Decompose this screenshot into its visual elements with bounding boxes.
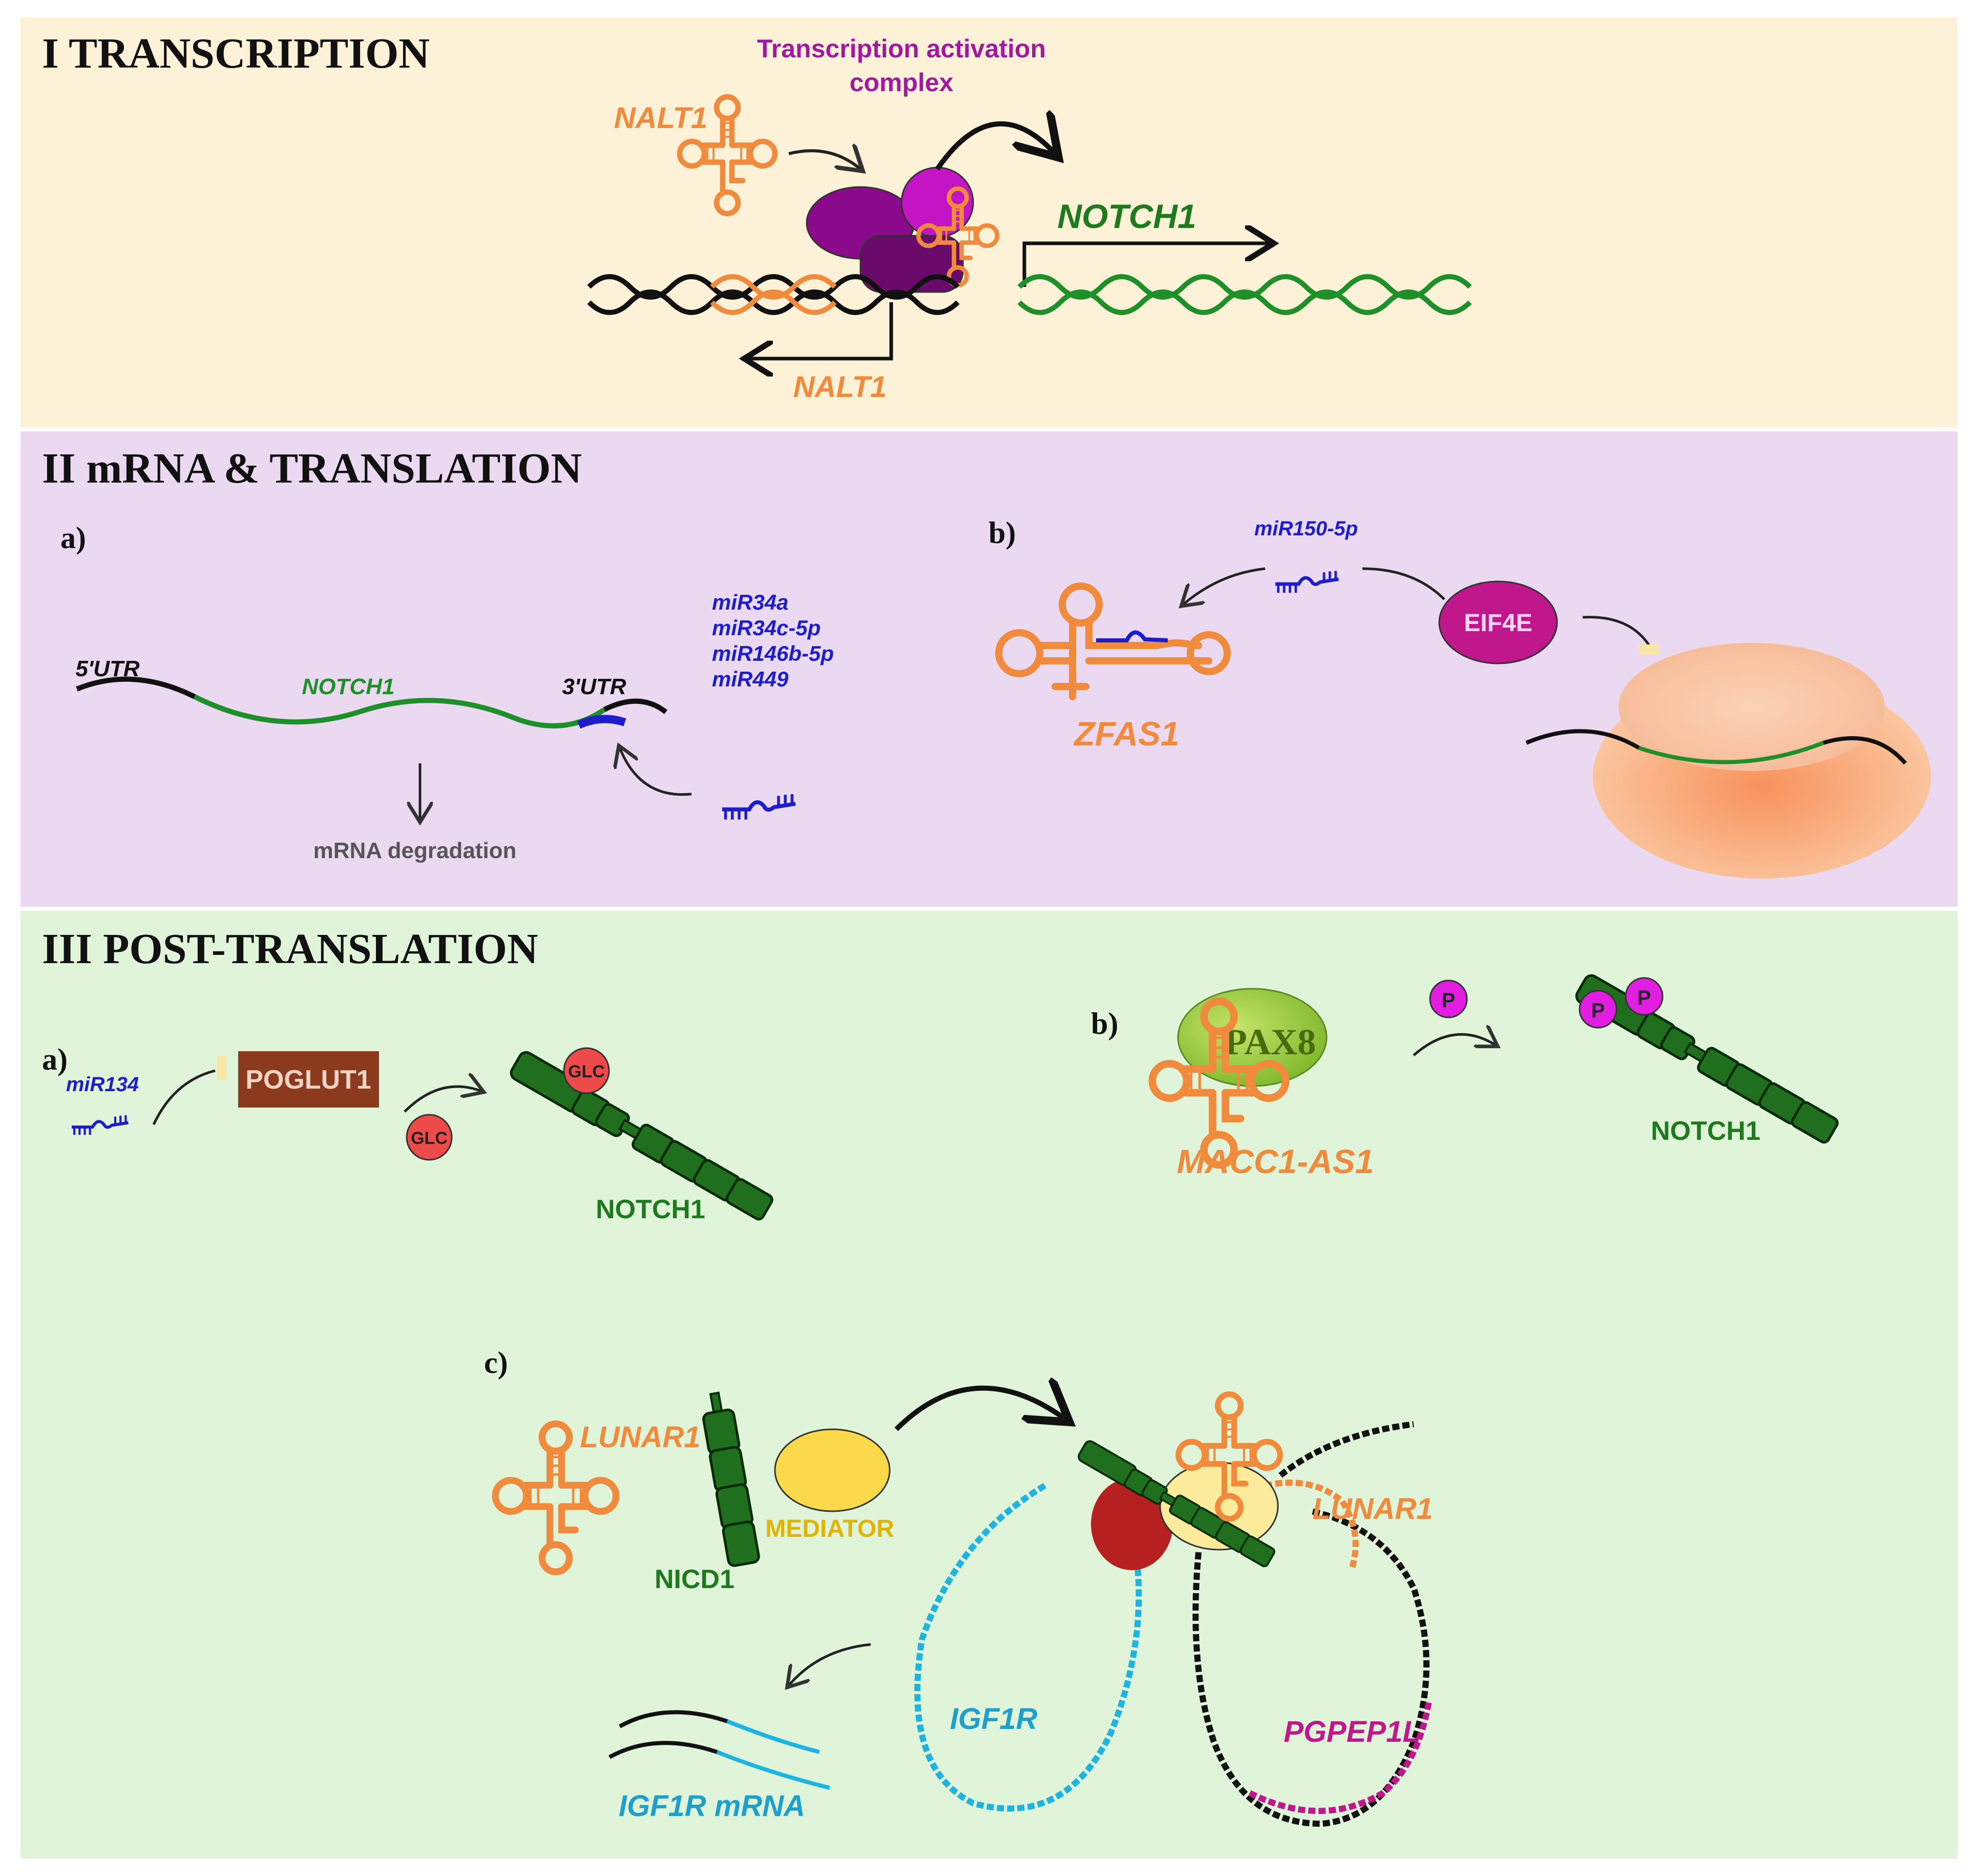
eif4e-protein <box>1438 580 1558 664</box>
phospho-bound-1 <box>1579 990 1617 1029</box>
igf1r-mrna-label: IGF1R mRNA <box>619 1789 805 1823</box>
phospho-bound-2-label: P <box>1637 987 1651 1009</box>
notch1-gene-label: NOTCH1 <box>1057 197 1196 235</box>
zfas1-label: ZFAS1 <box>1073 715 1179 753</box>
glc-free <box>406 1114 453 1161</box>
macc1-label: MACC1-AS1 <box>1176 1142 1374 1180</box>
complex-label-1: Transcription activation <box>757 34 1046 63</box>
complex-assembly-arrow <box>894 1388 1065 1431</box>
glc-bound <box>563 1047 610 1094</box>
inhibit-bar-poglut1 <box>217 1056 226 1080</box>
mirna-bound-3utr <box>577 715 626 729</box>
mirna-list-3: miR449 <box>712 667 789 691</box>
mediator-protein <box>774 1428 891 1512</box>
degradation-label: mRNA degradation <box>313 838 517 863</box>
eif4e-label: EIF4E <box>1464 610 1532 637</box>
glc-transfer-arrow <box>404 1087 481 1113</box>
igf1r-label: IGF1R <box>950 1702 1038 1736</box>
ribosome-small <box>1619 643 1885 771</box>
mir134-label: miR134 <box>66 1073 139 1096</box>
panel-transcription <box>20 17 1958 427</box>
utr3-label: 3'UTR <box>562 674 626 699</box>
mir134-inhibit-arrow <box>152 1069 216 1125</box>
phospho-arrow <box>1413 1034 1496 1056</box>
igf1r-loop <box>914 1483 1142 1812</box>
poglut1-box <box>238 1051 379 1108</box>
panel3-sub-a: a) <box>42 1043 68 1076</box>
notch1-a-label: NOTCH1 <box>596 1195 705 1224</box>
poglut1-label: POGLUT1 <box>245 1065 371 1095</box>
glc-bound-label: GLC <box>568 1062 605 1081</box>
mirna-bind-arrow <box>620 748 692 796</box>
mediator-label: MEDIATOR <box>765 1515 894 1543</box>
panel2-sub-b: b) <box>989 516 1016 550</box>
pgpep1l-segment <box>1248 1700 1432 1814</box>
phospho-free <box>1429 979 1468 1018</box>
pgpep1l-label: PGPEP1L <box>1284 1715 1421 1748</box>
mir150-to-zfas1-arrow <box>1183 567 1266 605</box>
phospho-free-label: P <box>1442 989 1456 1012</box>
mirna-list-2: miR146b-5p <box>712 641 834 665</box>
chromatin-tail <box>1278 1421 1414 1478</box>
nalt1-bottom-label: NALT1 <box>793 370 887 404</box>
nalt1-arrow <box>788 151 860 169</box>
igf1r-mrna <box>608 1710 830 1790</box>
activation-arrow <box>935 124 1055 171</box>
notch1-mrna <box>76 676 668 728</box>
lunar1-right-label: LUNAR1 <box>1312 1492 1433 1526</box>
pax8-label: PAX8 <box>1225 1022 1316 1062</box>
glc-free-label: GLC <box>411 1129 448 1148</box>
zfas1-lncrna-icon <box>995 582 1231 700</box>
panel2-sub-a: a) <box>60 521 86 555</box>
mirna-list-1: miR34c-5p <box>712 616 821 640</box>
utr5-label: 5'UTR <box>75 656 140 681</box>
lunar1-gene-segment <box>1264 1479 1359 1569</box>
notch1-b-label: NOTCH1 <box>1651 1116 1760 1146</box>
notch1-mrna-label: NOTCH1 <box>302 674 395 699</box>
inhibit-bar-ribosome <box>1639 644 1659 655</box>
mirna-list-0: miR34a <box>712 590 788 614</box>
phospho-bound-1-label: P <box>1591 999 1605 1022</box>
panel3-sub-b: b) <box>1091 1007 1118 1040</box>
complex-label-2: complex <box>850 68 954 97</box>
nalt1-top-label: NALT1 <box>614 101 708 135</box>
panel3-sub-c: c) <box>484 1346 508 1380</box>
ribosome-mrna <box>1525 729 1907 765</box>
panel3-title: III POST-TRANSLATION <box>42 925 538 973</box>
nalt1-tss-arrow <box>748 302 893 359</box>
igf1r-transcript-arrow <box>789 1643 871 1685</box>
panel1-title: I TRANSCRIPTION <box>42 30 430 77</box>
zfas1-bound-mirna <box>1096 630 1168 642</box>
notch1-tss-arrow <box>1022 243 1270 287</box>
phospho-bound-2 <box>1625 977 1664 1016</box>
nicd1-protein <box>702 1391 760 1567</box>
panel2-title: II mRNA & TRANSLATION <box>42 445 582 492</box>
black-loop <box>1192 1508 1430 1827</box>
nicd1-label: NICD1 <box>655 1565 734 1594</box>
mir150-label: miR150-5p <box>1254 517 1358 540</box>
dna-helix <box>587 274 1472 315</box>
mir150-inhibit-eif4e <box>1362 567 1445 600</box>
eif4e-inhibit-ribosome <box>1582 616 1651 647</box>
lunar1-left-label: LUNAR1 <box>580 1421 700 1454</box>
